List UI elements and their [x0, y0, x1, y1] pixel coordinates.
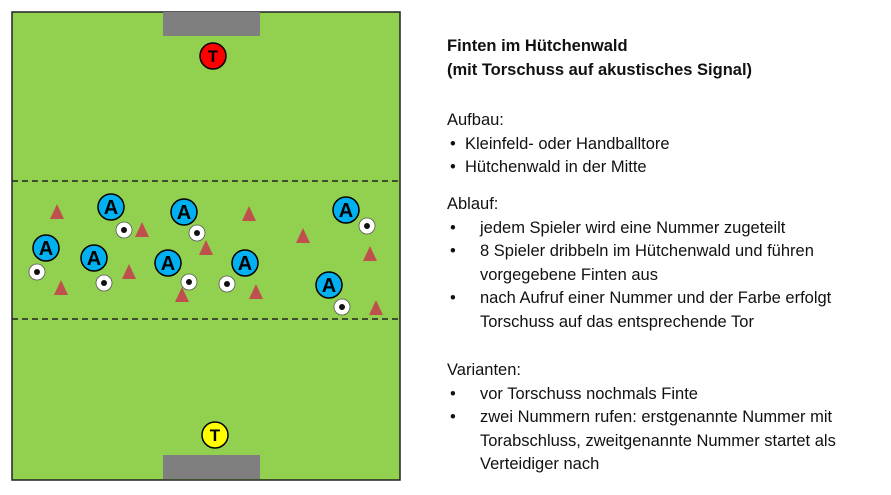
ball-icon — [218, 275, 236, 293]
ball-icon — [333, 298, 351, 316]
player-marker: A — [97, 193, 125, 221]
ball-icon — [115, 221, 133, 239]
cone-icon — [50, 204, 64, 219]
list-item: 8 Spieler dribbeln im Hütchenwald und fü… — [447, 240, 860, 287]
cone-icon — [199, 240, 213, 255]
player-label: A — [177, 202, 191, 224]
list-item: Hütchenwald in der Mitte — [447, 156, 877, 180]
player-marker: A — [315, 271, 343, 299]
player-label: A — [322, 275, 336, 297]
cone-icon — [249, 284, 263, 299]
goal-top — [163, 12, 260, 36]
player-marker: A — [170, 198, 198, 226]
ball-icon — [358, 217, 376, 235]
goal-bottom — [163, 455, 260, 479]
cone-icon — [135, 222, 149, 237]
player-marker: A — [231, 249, 259, 277]
section-aufbau: Aufbau: Kleinfeld- oder Handballtore Hüt… — [447, 109, 877, 180]
title: Finten im Hütchenwald (mit Torschuss auf… — [447, 35, 752, 82]
ball-icon — [180, 273, 198, 291]
player-label: A — [161, 253, 175, 275]
football-field-diagram: A A A A A A A A T T — [11, 11, 401, 481]
player-label: A — [238, 253, 252, 275]
ball-icon — [188, 224, 206, 242]
section-ablauf: Ablauf: jedem Spieler wird eine Nummer z… — [447, 193, 877, 334]
svg-text:T: T — [210, 426, 221, 445]
list-item: vor Torschuss nochmals Finte — [447, 383, 887, 407]
cone-icon — [296, 228, 310, 243]
title-line-2: (mit Torschuss auf akustisches Signal) — [447, 60, 753, 79]
list-item: jedem Spieler wird eine Nummer zugeteilt — [447, 217, 877, 241]
cone-icon — [363, 246, 377, 261]
cone-icon — [175, 287, 189, 302]
cone-icon — [242, 206, 256, 221]
list-item: zwei Nummern rufen: erstgenannte Nummer … — [447, 406, 891, 477]
section-varianten: Varianten: vor Torschuss nochmals Finte … — [447, 359, 887, 477]
title-line-1: Finten im Hütchenwald — [447, 37, 628, 55]
section-heading: Varianten: — [447, 361, 521, 379]
cone-icon — [54, 280, 68, 295]
player-label: A — [87, 248, 101, 270]
player-label: A — [39, 238, 53, 260]
player-marker: A — [80, 244, 108, 272]
list-item: nach Aufruf einer Nummer und der Farbe e… — [447, 287, 850, 334]
section-heading: Aufbau: — [447, 111, 504, 129]
section-heading: Ablauf: — [447, 195, 499, 213]
player-marker: A — [32, 234, 60, 262]
svg-text:T: T — [208, 47, 219, 66]
ball-icon — [95, 274, 113, 292]
cone-icon — [122, 264, 136, 279]
goalkeeper-bottom: T — [201, 421, 229, 449]
player-label: A — [339, 200, 353, 222]
player-label: A — [104, 197, 118, 219]
player-marker: A — [154, 249, 182, 277]
ball-icon — [28, 263, 46, 281]
goalkeeper-top: T — [199, 42, 227, 70]
list-item: Kleinfeld- oder Handballtore — [447, 133, 877, 157]
player-marker: A — [332, 196, 360, 224]
cone-icon — [369, 300, 383, 315]
